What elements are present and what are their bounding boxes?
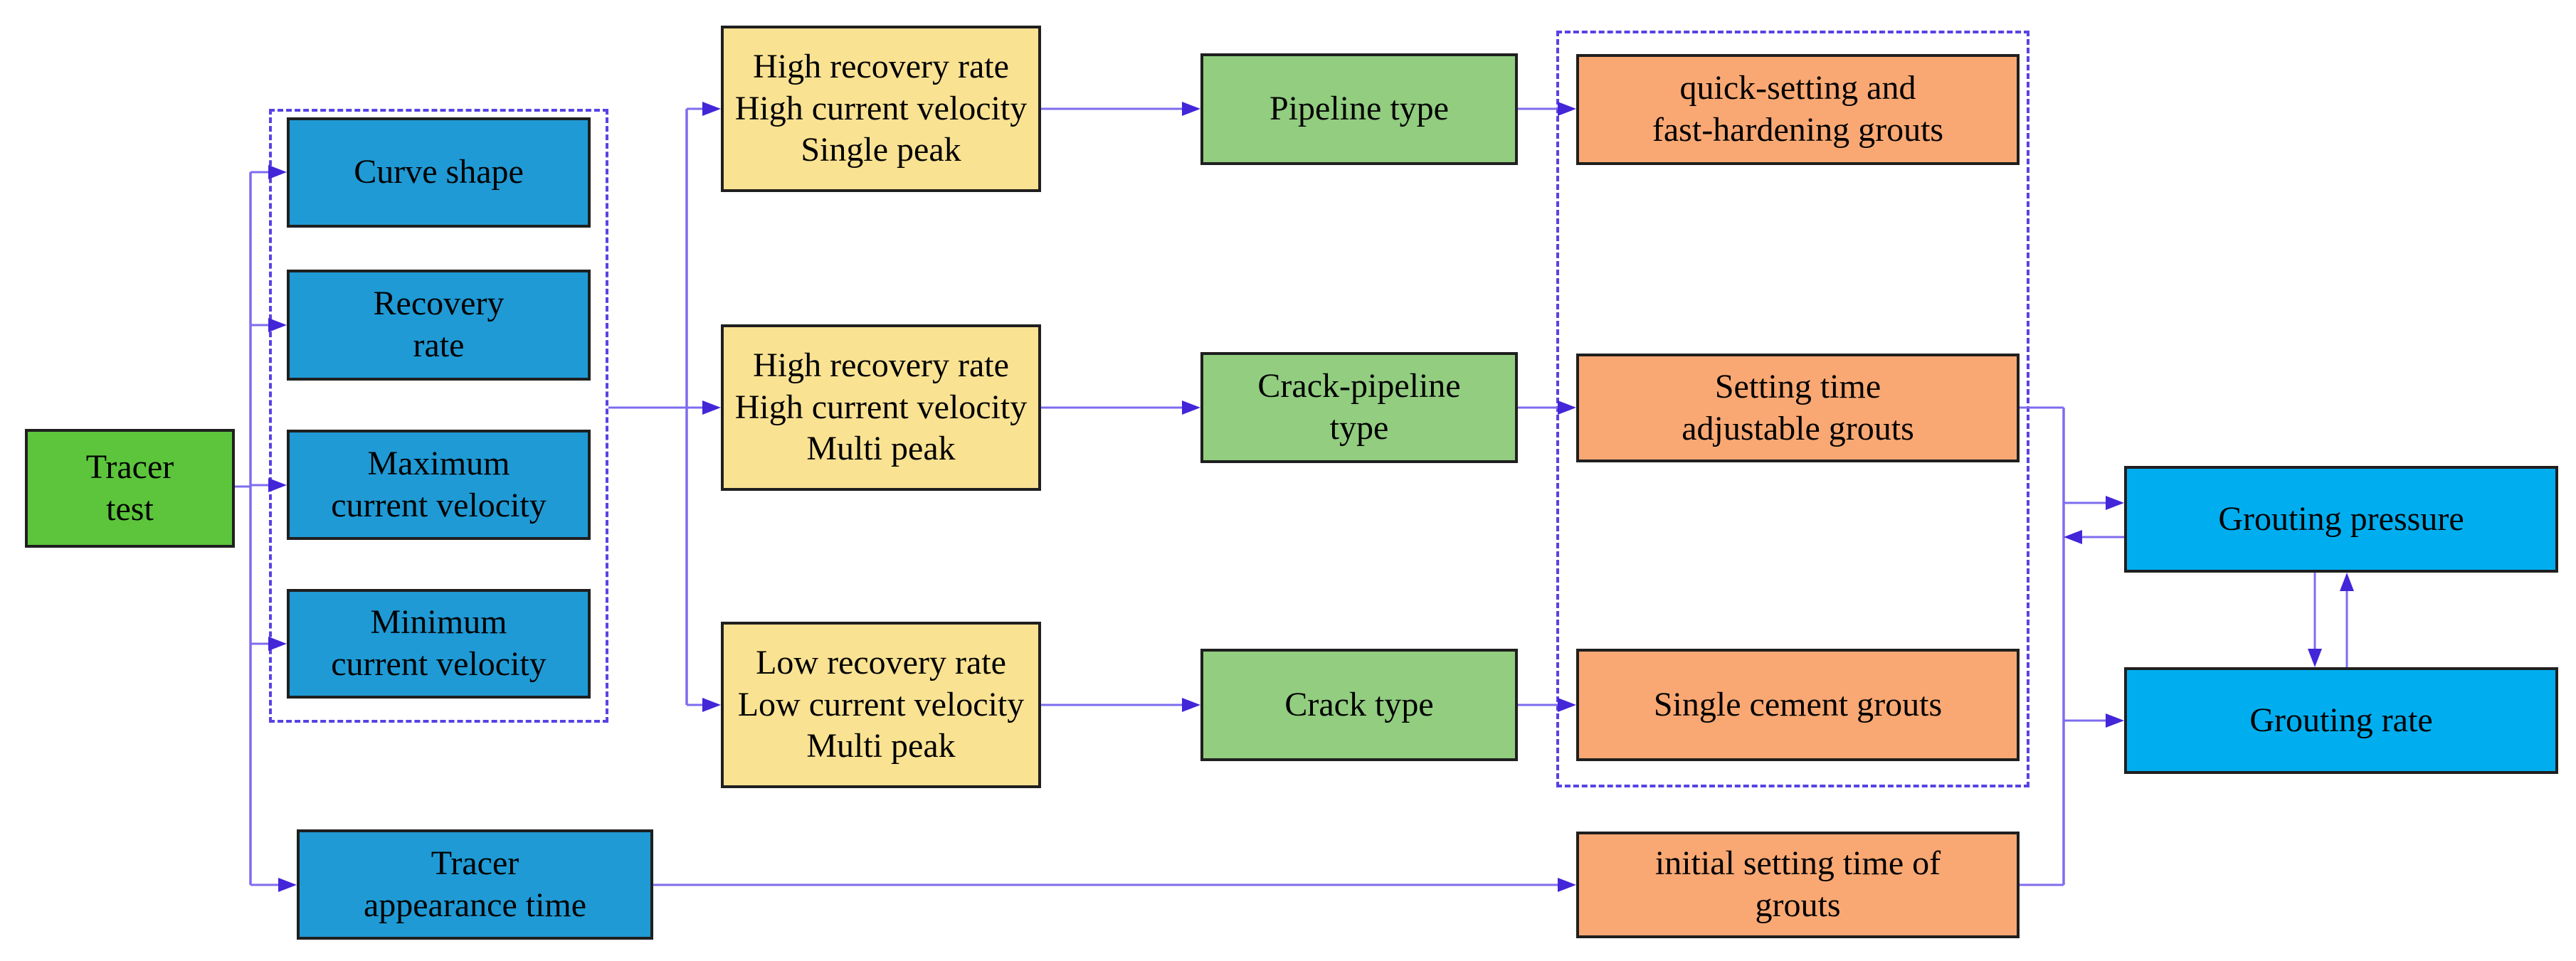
node-crack-type-label: Crack type xyxy=(1284,685,1434,723)
node-high-recovery-single-peak: High recovery rate High current velocity… xyxy=(721,26,1041,192)
node-recovery-rate: Recovery rate xyxy=(287,270,591,381)
node-tracer-test-label: Tracer test xyxy=(85,447,174,528)
node-maximum-current-velocity: Maximum current velocity xyxy=(287,430,591,540)
node-low-recovery-multi-peak-label: Low recovery rate Low current velocity M… xyxy=(737,644,1025,765)
node-tracer-appearance-time-label: Tracer appearance time xyxy=(363,844,587,924)
node-high-recovery-multi-peak: High recovery rate High current velocity… xyxy=(721,324,1041,491)
node-initial-setting-time-label: initial setting time of grouts xyxy=(1654,844,1941,924)
dashed-group-tracer-indicators xyxy=(269,109,608,723)
node-grouting-pressure-label: Grouting pressure xyxy=(2218,499,2464,538)
node-pipeline-type: Pipeline type xyxy=(1200,53,1518,165)
node-crack-pipeline-type-label: Crack-pipeline type xyxy=(1257,367,1461,447)
node-grouting-rate: Grouting rate xyxy=(2124,667,2558,774)
connector-conditions-to-types xyxy=(1041,102,1200,712)
node-curve-shape-label: Curve shape xyxy=(354,153,524,191)
node-pipeline-type-label: Pipeline type xyxy=(1269,90,1449,128)
node-setting-time-adjustable-grouts-label: Setting time adjustable grouts xyxy=(1682,367,1914,447)
connector-appearance-to-initial-setting xyxy=(653,878,1576,892)
node-recovery-rate-label: Recovery rate xyxy=(373,285,505,364)
node-grouting-pressure: Grouting pressure xyxy=(2124,466,2558,573)
node-crack-type: Crack type xyxy=(1200,649,1518,761)
node-tracer-appearance-time: Tracer appearance time xyxy=(297,829,653,940)
node-grouting-rate-label: Grouting rate xyxy=(2249,701,2433,739)
node-single-cement-grouts: Single cement grouts xyxy=(1576,649,2020,761)
node-maximum-current-velocity-label: Maximum current velocity xyxy=(331,444,547,524)
node-low-recovery-multi-peak: Low recovery rate Low current velocity M… xyxy=(721,622,1041,788)
node-tracer-test: Tracer test xyxy=(25,429,235,548)
node-crack-pipeline-type: Crack-pipeline type xyxy=(1200,352,1518,463)
node-minimum-current-velocity-label: Minimum current velocity xyxy=(331,603,547,683)
connector-indicators-to-conditions-bus xyxy=(608,102,721,712)
node-high-recovery-single-peak-label: High recovery rate High current velocity… xyxy=(734,48,1028,169)
node-setting-time-adjustable-grouts: Setting time adjustable grouts xyxy=(1576,354,2020,462)
node-quick-setting-grouts-label: quick-setting and fast-hardening grouts xyxy=(1652,69,1944,149)
node-minimum-current-velocity: Minimum current velocity xyxy=(287,589,591,699)
node-high-recovery-multi-peak-label: High recovery rate High current velocity… xyxy=(734,346,1028,468)
node-quick-setting-grouts: quick-setting and fast-hardening grouts xyxy=(1576,54,2020,165)
node-initial-setting-time: initial setting time of grouts xyxy=(1576,832,2020,938)
node-single-cement-grouts-label: Single cement grouts xyxy=(1653,685,1943,723)
connector-grouts-to-controls-bus xyxy=(2020,406,2124,886)
connector-pressure-rate-bidirectional xyxy=(2308,573,2354,667)
node-curve-shape: Curve shape xyxy=(287,117,591,228)
